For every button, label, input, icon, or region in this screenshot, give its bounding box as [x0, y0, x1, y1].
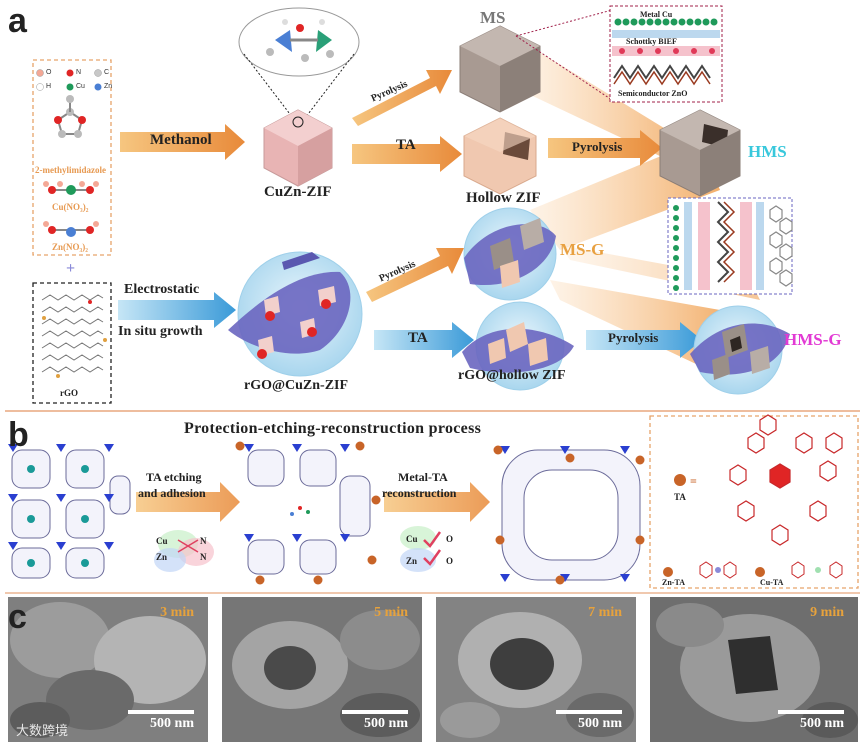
scale-bar-1 [128, 710, 194, 714]
panel-b-letter: b [8, 418, 29, 452]
sem-time-4: 9 min [810, 605, 844, 621]
ms-g-label: MS-G [560, 240, 604, 260]
methanol-label: Methanol [150, 132, 212, 149]
legend-c: C [104, 69, 109, 76]
pyrolysis-mid-label: Pyrolysis [572, 139, 622, 155]
ms-label: MS [480, 8, 506, 28]
zn-label-b2: Zn [406, 556, 417, 566]
equals-sign: = [690, 474, 697, 489]
pyrolysis-bottom-label: Pyrolysis [608, 330, 658, 346]
rgo-cuzn-zif-sphere [228, 252, 362, 376]
plus-sign: + [66, 260, 75, 278]
hollow-zif-label: Hollow ZIF [466, 190, 541, 207]
zn-ta-label: Zn-TA [662, 578, 685, 587]
sem-scale-2: 500 nm [364, 716, 408, 732]
sem-scale-1: 500 nm [150, 716, 194, 732]
released-ions [298, 506, 302, 510]
ta-sphere-legend [674, 474, 686, 486]
ta-label-1: TA [396, 137, 416, 154]
hms-label: HMS [748, 142, 787, 162]
sem-time-1: 3 min [160, 605, 194, 621]
ta-legend-label: TA [674, 492, 686, 502]
inset-metal-cu: Metal Cu [640, 10, 672, 19]
rgo-hollow-zif-label: rGO@hollow ZIF [458, 368, 566, 384]
o-label-b2b: O [446, 556, 453, 566]
adhesion-label: and adhesion [138, 486, 206, 501]
legend-cu: Cu [76, 83, 85, 90]
hollow-framework [494, 446, 645, 585]
watermark: 大数跨境 [16, 720, 68, 739]
sem-scale-4: 500 nm [800, 716, 844, 732]
legend-n: N [76, 69, 81, 76]
cu-nitrate-molecule [43, 181, 99, 195]
ms-crystal [460, 26, 540, 112]
methylimidazole-molecule [54, 95, 86, 138]
cuzn-zif-label: CuZn-ZIF [264, 184, 332, 201]
panel-a-letter: a [8, 4, 27, 38]
zn-nitrate-molecule [43, 221, 99, 237]
ta-etching-label: TA etching [146, 470, 201, 485]
o-label-b2a: O [446, 534, 453, 544]
scale-bar-3 [556, 710, 622, 714]
reagent-cu-nitrate: Cu(NO₃)₂ [52, 202, 88, 212]
zif-unit-molecule [266, 19, 334, 62]
rgo-cuzn-zif-label: rGO@CuZn-ZIF [244, 378, 348, 394]
reagent-zn-nitrate: Zn(NO₃)₂ [52, 242, 88, 252]
sem-scale-3: 500 nm [578, 716, 622, 732]
hms-g-label: HMS-G [784, 330, 842, 350]
panel-b-title: Protection-etching-reconstruction proces… [184, 420, 481, 438]
ta-structure-box [650, 416, 858, 588]
arrow-pyrolysis-top [352, 70, 452, 126]
legend-zn: Zn [104, 83, 112, 90]
n-label-b1b: N [200, 552, 207, 562]
n-label-b1a: N [200, 536, 207, 546]
cuzn-zif-crystal [264, 110, 332, 186]
rgo-label: rGO [60, 388, 78, 398]
in-situ-label: In situ growth [118, 324, 203, 340]
sem-tile-2: 5 min 500 nm [222, 597, 422, 742]
legend-h: H [46, 83, 51, 90]
rgo-box [33, 283, 111, 403]
zn-label-b1: Zn [156, 552, 167, 562]
scale-bar-4 [778, 710, 844, 714]
inset-schottky: Schottky BIEF [626, 37, 677, 46]
scale-bar-2 [342, 710, 408, 714]
sem-tile-4: 9 min 500 nm [650, 597, 858, 742]
cu-label-b1: Cu [156, 536, 168, 546]
hollow-zif-crystal [464, 118, 536, 194]
ta-molecule [730, 415, 842, 545]
sem-tile-3: 7 min 500 nm [436, 597, 636, 742]
sem-time-3: 7 min [588, 605, 622, 621]
reconstruction-label: reconstruction [382, 486, 456, 501]
cu-ta-label: Cu-TA [760, 578, 783, 587]
graphene-junction-inset [668, 198, 792, 294]
sem-time-2: 5 min [374, 605, 408, 621]
electrostatic-label: Electrostatic [124, 282, 199, 298]
ta-label-2: TA [408, 330, 428, 347]
zoom-ellipse [239, 8, 359, 76]
schottky-inset [610, 6, 722, 102]
metal-ta-label: Metal-TA [398, 470, 448, 485]
legend-o: O [46, 69, 51, 76]
rgo-lattice [42, 295, 107, 378]
reagent-methylimidazole: 2-methylimidazole [35, 165, 106, 175]
cu-label-b2: Cu [406, 534, 418, 544]
ms-g-sphere [464, 208, 556, 300]
inset-zno: Semiconductor ZnO [618, 89, 687, 98]
